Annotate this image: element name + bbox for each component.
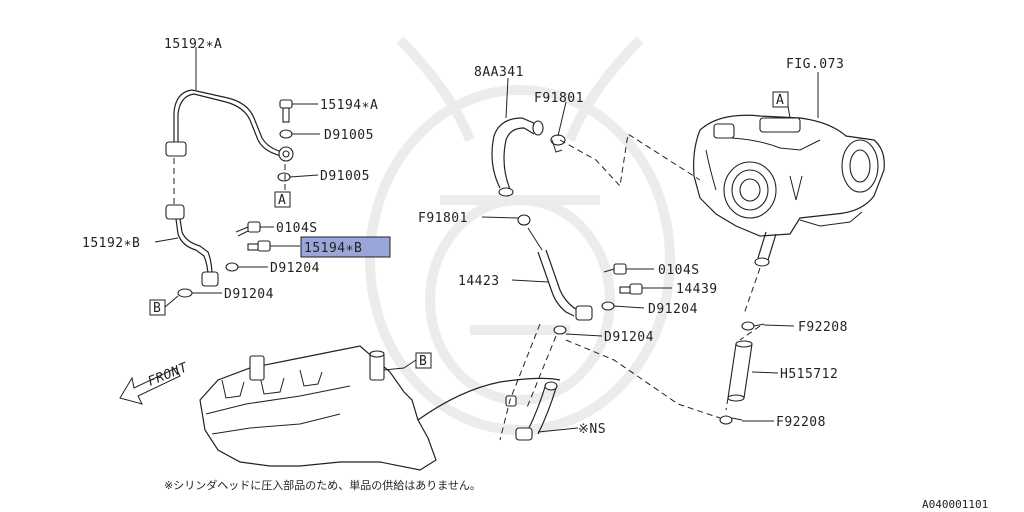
- washer-d91204-3: [601, 301, 615, 311]
- leader-d91204-3: [613, 305, 645, 309]
- ref-label-b1: B: [153, 301, 161, 316]
- diagram-code: A040001101: [922, 498, 988, 511]
- highlight-15194b: [300, 236, 391, 258]
- label-0104s-2: 0104S: [658, 263, 700, 278]
- washer-d91204-2: [177, 288, 193, 298]
- bolt-15194a: [279, 99, 293, 123]
- label-f92208-2: F92208: [776, 415, 826, 430]
- ref-label-a2: A: [776, 93, 784, 108]
- hose-h515712: [727, 340, 753, 402]
- dash-route-6: [739, 325, 761, 341]
- leader-14423: [511, 279, 549, 283]
- washer-d91005-1: [279, 129, 293, 139]
- clamp-f92208-1: [741, 321, 765, 331]
- ref-label-b2: B: [419, 354, 427, 369]
- label-ns: ※NS: [578, 422, 606, 437]
- washer-d91204-1: [225, 262, 239, 272]
- leader-8aa341: [505, 77, 509, 119]
- dash-route-4: [565, 339, 721, 419]
- leader-15192b: [154, 237, 179, 243]
- washer-d91204-4: [553, 325, 567, 335]
- bolt-14439: [619, 283, 643, 295]
- leader-d91005-2: [289, 174, 319, 178]
- label-15194a: 15194∗A: [320, 98, 378, 113]
- label-d91204-4: D91204: [604, 330, 654, 345]
- ref-label-a1: A: [278, 193, 286, 208]
- watermark-emblem: [365, 36, 675, 435]
- hose-ns: [505, 381, 558, 441]
- ref-box-a2: [772, 91, 789, 108]
- clamp-f91801-1: [550, 134, 566, 153]
- label-f91801-1: F91801: [534, 91, 584, 106]
- label-fig073: FIG.073: [786, 57, 844, 72]
- turbo-outlet-pipe: [754, 231, 777, 267]
- ref-box-b1: [149, 299, 166, 316]
- leader-h515712: [751, 371, 779, 374]
- hose-8aa341: [491, 117, 544, 197]
- label-8aa341: 8AA341: [474, 65, 524, 80]
- leader-ref-b2: [403, 359, 417, 369]
- front-arrow-icon: [119, 367, 181, 405]
- label-d91005-1: D91005: [324, 128, 374, 143]
- cylinder-head: [199, 345, 437, 471]
- label-14423: 14423: [458, 274, 500, 289]
- label-d91204-2: D91204: [224, 287, 274, 302]
- leader-f91801-1: [557, 101, 567, 137]
- pipe-15192a: [165, 89, 294, 162]
- pipe-15192b: [165, 204, 219, 287]
- leader-f92208-1: [763, 324, 795, 327]
- label-d91204-3: D91204: [648, 302, 698, 317]
- washer-d91005-2: [277, 172, 291, 182]
- label-f91801-2: F91801: [418, 211, 468, 226]
- label-d91005-2: D91005: [320, 169, 370, 184]
- turbocharger: [693, 114, 885, 237]
- clamp-f92208-2: [719, 415, 743, 425]
- label-15192a: 15192∗A: [164, 37, 222, 52]
- leader-f91801-2: [481, 216, 519, 219]
- bolt-0104s-1: [235, 221, 261, 237]
- label-15192b: 15192∗B: [82, 236, 140, 251]
- leader-ns: [537, 427, 579, 433]
- dash-route-1: [499, 323, 541, 441]
- label-d91204-1: D91204: [270, 261, 320, 276]
- footnote: ※シリンダヘッドに圧入部品のため、単品の供給はありません。: [164, 478, 481, 492]
- label-15194b: 15194∗B: [304, 241, 362, 256]
- ref-box-b2: [415, 352, 432, 369]
- pipe-14423: [527, 227, 593, 321]
- label-front: FRONT: [146, 360, 191, 390]
- ref-box-a1: [274, 191, 291, 208]
- engine-outline: [417, 377, 561, 421]
- label-14439: 14439: [676, 282, 718, 297]
- dash-route-2: [525, 335, 557, 411]
- clamp-f91801-2: [517, 214, 531, 226]
- bolt-15194b: [247, 240, 271, 252]
- leader-d91204-4: [565, 333, 603, 337]
- leader-ref-a2: [787, 105, 791, 119]
- label-0104s-1: 0104S: [276, 221, 318, 236]
- label-f92208-1: F92208: [798, 320, 848, 335]
- dash-route-5: [743, 267, 761, 315]
- bolt-0104s-2: [603, 263, 627, 275]
- label-h515712: H515712: [780, 367, 838, 382]
- dash-route-7: [725, 397, 729, 411]
- leader-ref-b1: [164, 295, 179, 308]
